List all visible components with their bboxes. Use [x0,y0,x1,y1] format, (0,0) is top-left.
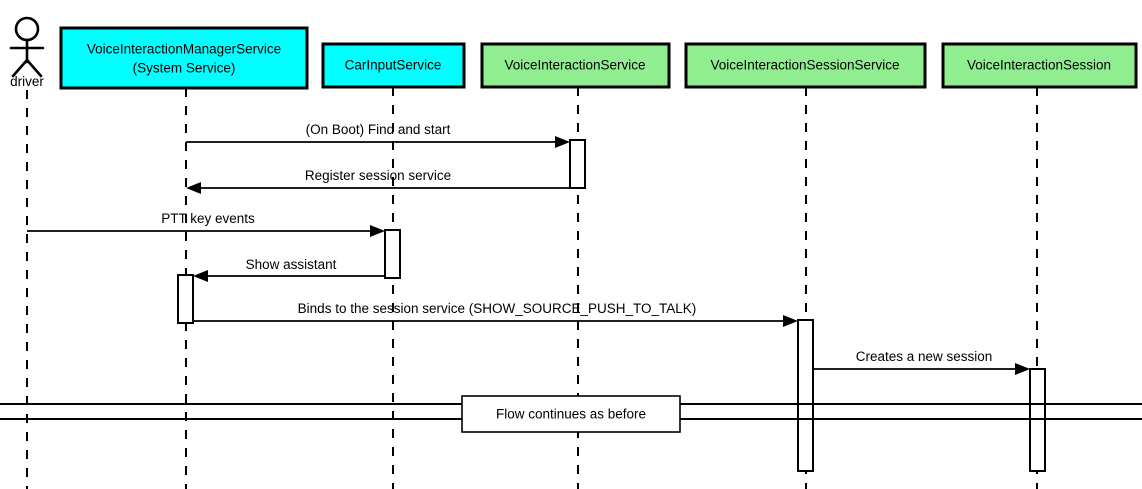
message-arrowhead-register-session-service [186,182,201,194]
message-label-register-session-service: Register session service [305,168,451,183]
message-binds-to-session-service: Binds to the session service (SHOW_SOURC… [178,301,798,327]
message-label-show-assistant: Show assistant [246,257,337,272]
actor-driver: driver [9,16,44,89]
participant-box-car-input-service[interactable] [321,42,466,89]
message-arrowhead-creates-a-new-session [1015,363,1030,375]
participant-voice-interaction-service[interactable]: VoiceInteractionService [480,42,671,89]
message-creates-a-new-session: Creates a new session [813,349,1030,375]
message-register-session-service: Register session service [186,168,570,194]
participant-voice-interaction-session-service[interactable]: VoiceInteractionSessionService [684,42,927,89]
participant-label-car-input-service: CarInputService [345,58,442,73]
message-label-creates-a-new-session: Creates a new session [856,349,993,364]
participant-label-voice-interaction-session: VoiceInteractionSession [967,58,1111,73]
actor-head-icon [14,16,40,42]
actor-leg-left-icon [11,58,29,78]
message-arrowhead-show-assistant [193,270,208,282]
actor-driver-label: driver [10,74,44,89]
message-arrowhead-binds-to-session-service [783,315,798,327]
participant-car-input-service[interactable]: CarInputService [321,42,466,89]
message-on-boot-find-and-start: (On Boot) Find and start [186,122,570,148]
activations-group [177,139,1046,472]
participant-box-vims[interactable] [59,26,309,90]
message-label-binds-to-session-service: Binds to the session service (SHOW_SOURC… [298,301,697,316]
message-show-assistant: Show assistant [193,257,400,282]
message-label-ptt-key-events: PTT key events [161,211,255,226]
participant-label-vims-line1: VoiceInteractionManagerService [87,42,281,57]
message-ptt-key-events: PTT key events [27,211,385,237]
message-arrowhead-ptt-key-events [370,225,385,237]
participant-box-voice-interaction-session-service[interactable] [684,42,927,89]
participant-vims[interactable]: VoiceInteractionManagerService (System S… [59,26,309,90]
participant-label-voice-interaction-session-service: VoiceInteractionSessionService [710,58,899,73]
participant-label-voice-interaction-service: VoiceInteractionService [504,58,645,73]
participant-voice-interaction-session[interactable]: VoiceInteractionSession [941,42,1138,89]
actor-leg-right-icon [25,58,43,78]
activation-car-input-service [384,229,401,279]
activation-voice-interaction-service [569,139,586,189]
participant-box-voice-interaction-session[interactable] [941,42,1138,89]
message-arrowhead-on-boot-find-and-start [555,136,570,148]
message-label-on-boot-find-and-start: (On Boot) Find and start [306,122,451,137]
delay-label-flow-continues: Flow continues as before [496,407,646,422]
activation-voice-interaction-session-service [797,319,814,472]
activation-vims [177,274,194,324]
participant-label-vims-line2: (System Service) [133,61,236,76]
participant-box-voice-interaction-service[interactable] [480,42,671,89]
delay-box-flow-continues [461,395,681,433]
delay-flow-continues: Flow continues as before [0,395,1142,433]
